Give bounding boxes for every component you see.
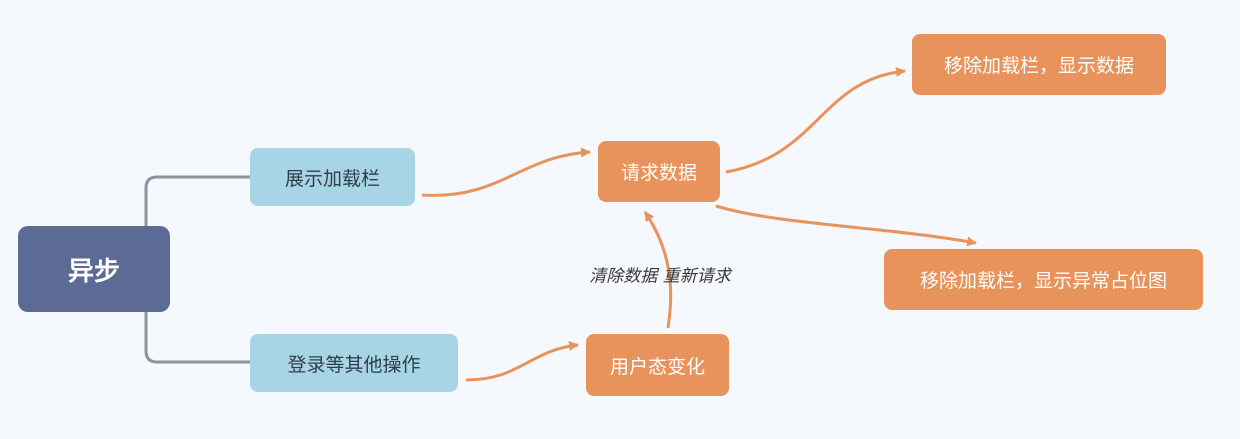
login-other-node: 登录等其他操作 — [250, 334, 458, 392]
arrow-request-data-to-remove-show-placeholder — [715, 204, 977, 247]
arrow-show-loading-to-request-data — [421, 147, 591, 197]
remove-show-placeholder-label: 移除加载栏，显示异常占位图 — [919, 270, 1167, 292]
connector-root-to-show-loading — [144, 175, 250, 226]
remove-show-data-node: 移除加载栏，显示数据 — [912, 34, 1166, 95]
show-loading-label: 展示加载栏 — [284, 167, 380, 190]
show-loading-node: 展示加载栏 — [250, 148, 415, 206]
edge-label-clear-and-rerequest: 清除数据 重新请求 — [589, 266, 731, 287]
root-node: 异步 — [18, 226, 170, 312]
login-other-label: 登录等其他操作 — [287, 353, 421, 376]
request-data-node: 请求数据 — [598, 141, 720, 202]
arrow-user-state-change-to-request-data — [643, 211, 673, 329]
remove-show-data-label: 移除加载栏，显示数据 — [943, 55, 1134, 77]
connector-root-to-login-other — [144, 312, 250, 364]
user-state-change-label: 用户态变化 — [609, 355, 705, 378]
request-data-label: 请求数据 — [620, 162, 697, 184]
arrow-login-other-to-user-state-change — [465, 340, 579, 382]
remove-show-placeholder-node: 移除加载栏，显示异常占位图 — [884, 249, 1203, 310]
root-node-label: 异步 — [67, 256, 120, 287]
arrow-request-data-to-remove-show-data — [725, 66, 906, 174]
user-state-change-node: 用户态变化 — [586, 334, 729, 396]
